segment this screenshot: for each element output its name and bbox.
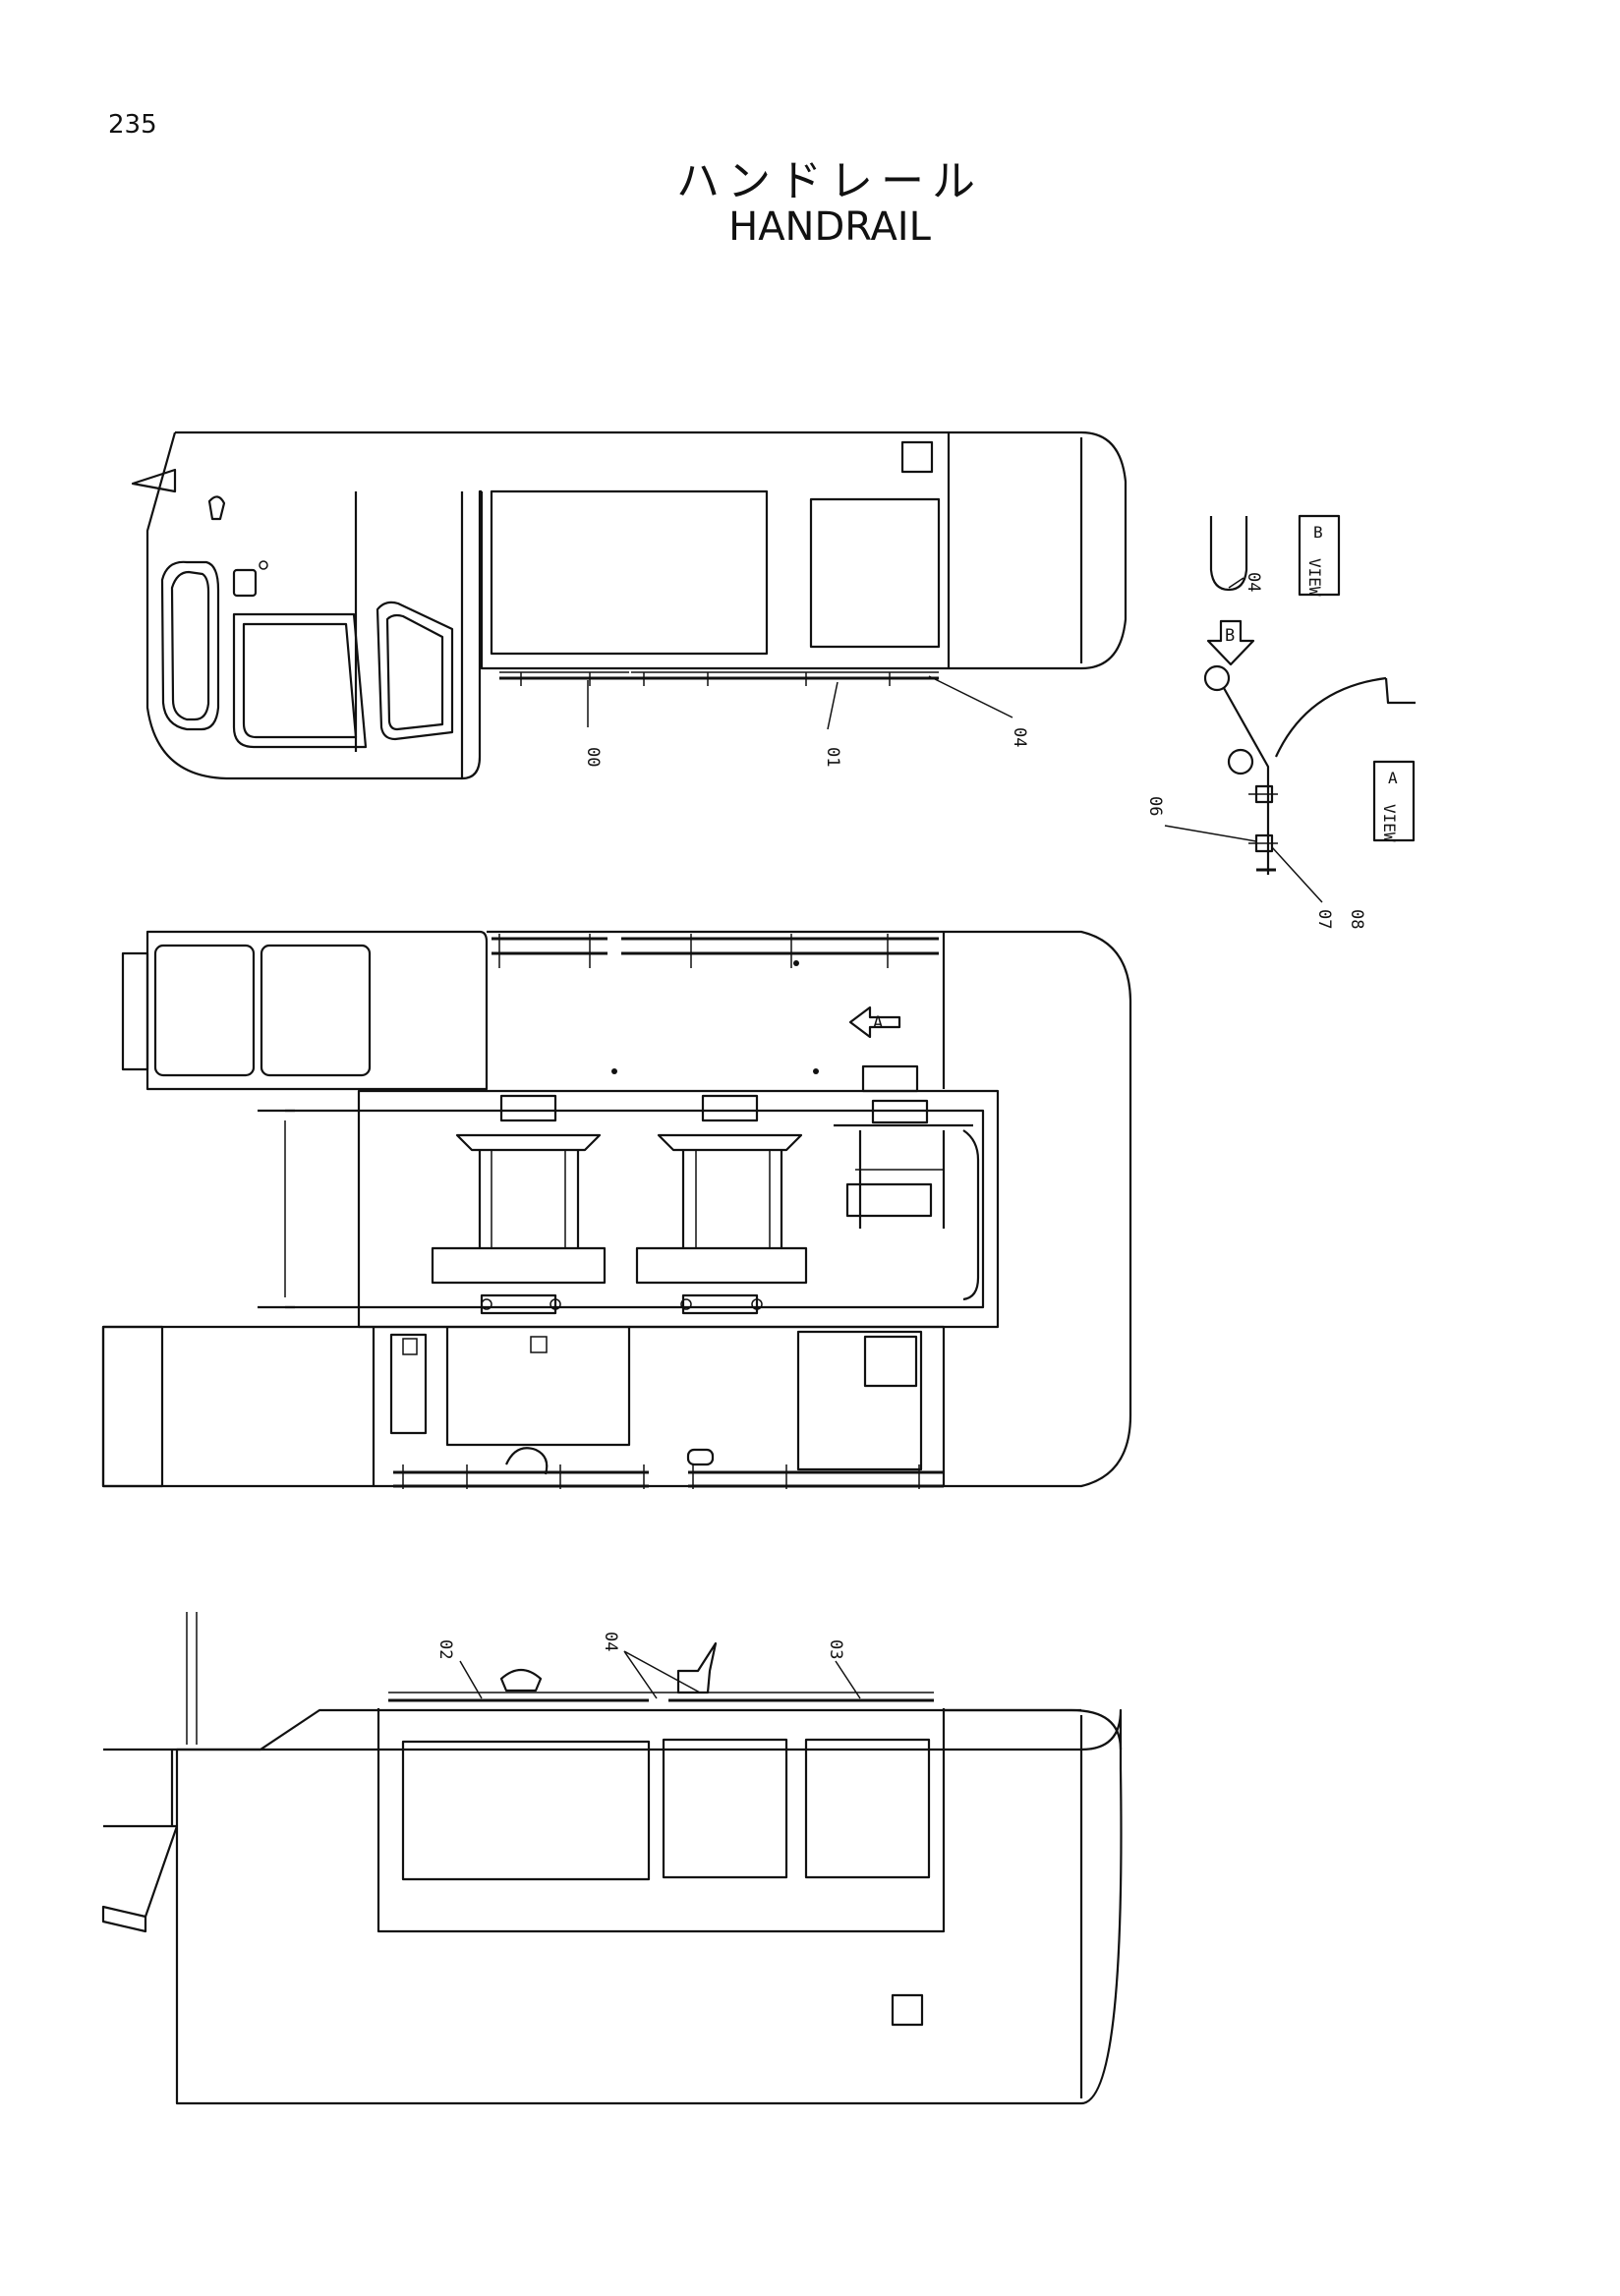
arrow-a-label: A — [873, 1013, 883, 1033]
lower-side-view: 02 04 03 — [101, 1612, 1123, 2105]
top-view: A — [101, 930, 1132, 1489]
detail-views: 04 B VIEW B 06 07 08 A VIEW — [1145, 514, 1416, 929]
title-japanese: ハンドレール — [676, 156, 983, 206]
callout-00: 00 — [583, 747, 603, 767]
view-b-label: B — [1313, 523, 1323, 542]
callout-04: 04 — [1010, 727, 1029, 747]
callout-01: 01 — [823, 747, 842, 767]
detail-callout-06: 06 — [1145, 796, 1165, 816]
callout-02: 02 — [435, 1639, 455, 1659]
title-english: HANDRAIL — [728, 204, 931, 250]
detail-callout-08: 08 — [1347, 909, 1366, 929]
callout-03: 03 — [826, 1639, 845, 1659]
arrow-b-label: B — [1225, 626, 1235, 646]
upper-side-view: 00 01 04 — [131, 430, 1128, 780]
svg-text:VIEW: VIEW — [1305, 558, 1324, 597]
view-a-label: A — [1388, 769, 1398, 787]
callout-04-lower: 04 — [601, 1632, 620, 1651]
svg-text:VIEW: VIEW — [1380, 804, 1399, 842]
detail-callout-04: 04 — [1244, 572, 1263, 592]
page-number: 235 — [108, 110, 157, 140]
detail-callout-07: 07 — [1314, 909, 1334, 929]
